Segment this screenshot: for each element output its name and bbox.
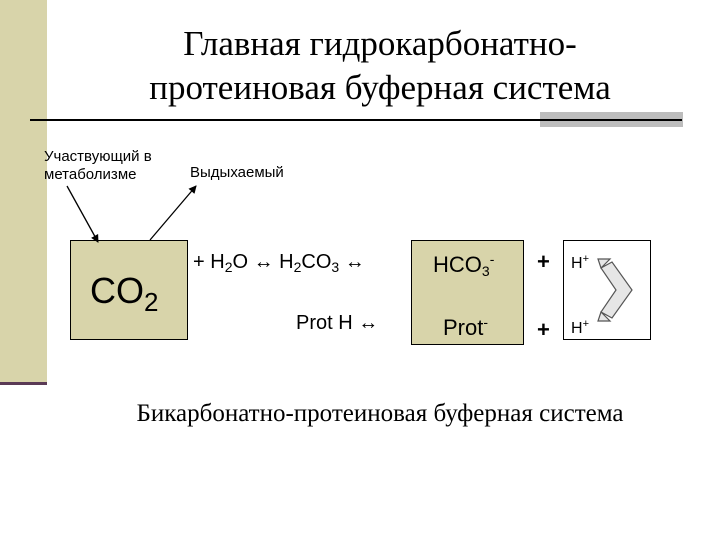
arrow-to-co2-icon: [66, 185, 99, 243]
label-metabolism-line-2: метаболизме: [44, 166, 137, 183]
left-bar-underline: [0, 382, 47, 385]
ion-box: [411, 240, 524, 345]
h1-sup: +: [582, 253, 589, 265]
ion-hco3: HCO3-: [433, 251, 494, 279]
ion-prot-sup: -: [483, 314, 489, 330]
co2-subscript: 2: [144, 287, 159, 317]
eq1-sub-h2o: 2: [224, 259, 233, 275]
ion-hco3-sup: -: [489, 251, 495, 267]
label-metabolism: Участвующий в метаболизме: [44, 148, 152, 184]
bidirectional-bracket-arrow-icon: [597, 258, 633, 322]
eq1-part-co: CO: [301, 251, 332, 273]
eq1-arrow: ↔: [339, 251, 365, 273]
title-rule: [30, 119, 682, 121]
label-exhaled: Выдыхаемый: [190, 164, 284, 181]
title-line-2: протеиновая буферная система: [149, 68, 611, 107]
co2-box: [70, 240, 188, 340]
left-decorative-bar: [0, 0, 47, 385]
equation-2: Prot H ↔: [296, 312, 379, 334]
ion-prot-base: Prot: [443, 315, 484, 340]
arrow-from-co2-icon: [149, 185, 197, 241]
h1-base: H: [571, 255, 583, 272]
plus-sign-1: +: [537, 249, 550, 274]
ion-hco3-base: HCO: [433, 252, 482, 277]
ion-prot: Prot-: [443, 314, 488, 341]
slide-title: Главная гидрокарбонатно- протеиновая буф…: [60, 22, 700, 110]
plus-sign-2: +: [537, 317, 550, 342]
co2-base: CO: [90, 270, 144, 311]
hydrogen-ion-2: H+: [571, 318, 589, 338]
eq1-sub-h2: 2: [293, 259, 302, 275]
equation-1: + H2O ↔ H2CO3 ↔: [193, 251, 365, 275]
h2-base: H: [571, 320, 583, 337]
bottom-caption: Бикарбонатно-протеиновая буферная систем…: [136, 400, 624, 427]
hydrogen-ion-1: H+: [571, 253, 589, 273]
co2-label: CO2: [90, 270, 158, 318]
eq1-part-h: + H: [193, 251, 225, 273]
hydrogen-box: [563, 240, 651, 340]
ion-hco3-sub: 3: [481, 263, 490, 279]
eq1-part-o: O ↔ H: [232, 251, 294, 273]
label-metabolism-line-1: Участвующий в: [44, 148, 152, 165]
title-line-1: Главная гидрокарбонатно-: [183, 24, 577, 63]
h2-sup: +: [582, 318, 589, 330]
eq1-sub-co3: 3: [331, 259, 340, 275]
